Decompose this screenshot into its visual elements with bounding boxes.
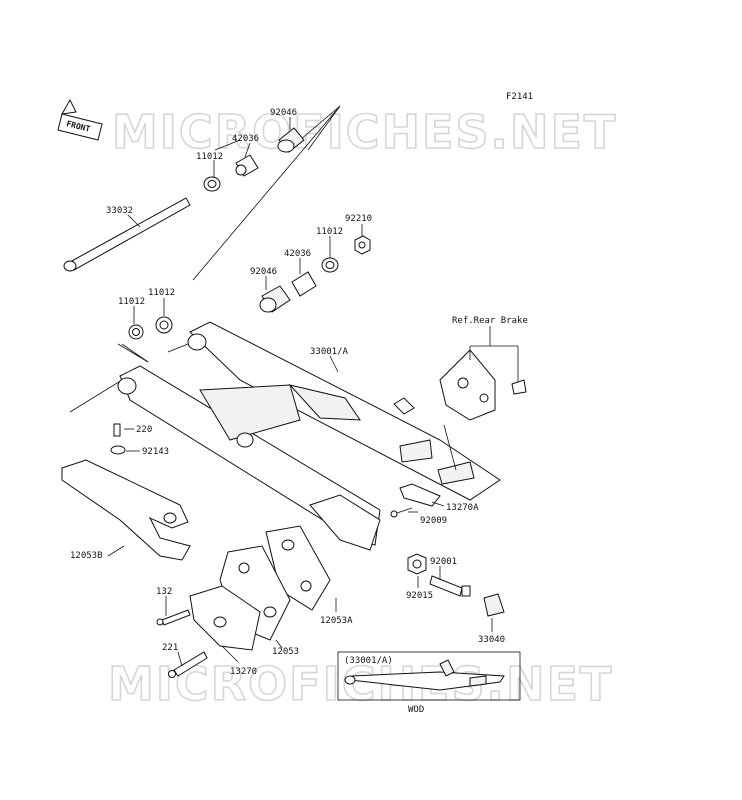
label-11012-left-b: 11012 bbox=[148, 288, 175, 298]
label-92143: 92143 bbox=[142, 447, 169, 457]
part-labels: 92046 42036 11012 33032 92210 11012 4203… bbox=[70, 108, 528, 677]
nut-92210 bbox=[354, 235, 371, 255]
guide-lines bbox=[69, 105, 341, 413]
label-ref-rear-brake: Ref.Rear Brake bbox=[452, 316, 528, 326]
label-221: 221 bbox=[162, 643, 178, 653]
label-42036-top: 42036 bbox=[232, 134, 259, 144]
label-12053: 12053 bbox=[272, 647, 299, 657]
inset-title: (33001/A) bbox=[344, 656, 393, 666]
label-92009: 92009 bbox=[420, 516, 447, 526]
label-12053B: 12053B bbox=[70, 551, 103, 561]
label-92001: 92001 bbox=[430, 557, 457, 567]
label-42036-mid: 42036 bbox=[284, 249, 311, 259]
seal-11012-left-b bbox=[155, 316, 173, 334]
label-33040: 33040 bbox=[478, 635, 505, 645]
screw-92009 bbox=[390, 507, 413, 518]
figure-code: F2141 bbox=[506, 92, 533, 102]
collar-92046-mid bbox=[259, 285, 291, 313]
label-13270A: 13270A bbox=[446, 503, 479, 513]
nut-92015 bbox=[407, 553, 427, 575]
collar-92046-top bbox=[277, 127, 305, 153]
seal-11012-mid bbox=[321, 257, 339, 273]
label-92046-mid: 92046 bbox=[250, 267, 277, 277]
pivot-shaft-33032 bbox=[63, 197, 191, 272]
inset-caption: WOD bbox=[408, 705, 424, 715]
brake-bracket bbox=[439, 349, 527, 421]
watermark-top: MICROFICHES.NET bbox=[112, 105, 617, 159]
swingarm-33001 bbox=[117, 321, 501, 551]
label-33032: 33032 bbox=[106, 206, 133, 216]
label-12053A: 12053A bbox=[320, 616, 353, 626]
block-33040 bbox=[483, 593, 505, 617]
bolt-92001 bbox=[429, 575, 471, 597]
inset-box: (33001/A) WOD bbox=[337, 651, 521, 715]
leader-lines bbox=[107, 117, 519, 667]
bolt-220 bbox=[113, 423, 121, 437]
label-11012-top: 11012 bbox=[196, 152, 223, 162]
sleeve-42036-top bbox=[235, 154, 259, 177]
front-arrow-icon: FRONT bbox=[57, 98, 103, 141]
label-33001: 33001/A bbox=[310, 347, 349, 357]
chain-guide-12053B bbox=[61, 459, 191, 561]
label-92046-top: 92046 bbox=[270, 108, 297, 118]
seal-11012-top bbox=[203, 176, 221, 192]
washer-92143 bbox=[110, 445, 126, 455]
label-13270: 13270 bbox=[230, 667, 257, 677]
pad-13270A bbox=[399, 483, 441, 507]
sleeve-42036-mid bbox=[291, 271, 317, 297]
label-132: 132 bbox=[156, 587, 172, 597]
bolt-221 bbox=[168, 651, 208, 678]
label-92015: 92015 bbox=[406, 591, 433, 601]
label-92210: 92210 bbox=[345, 214, 372, 224]
guard-plate-13270 bbox=[189, 585, 261, 651]
bolt-132 bbox=[156, 609, 191, 626]
label-11012-left-a: 11012 bbox=[118, 297, 145, 307]
label-220: 220 bbox=[136, 425, 152, 435]
label-11012-mid: 11012 bbox=[316, 227, 343, 237]
seal-11012-left-a bbox=[128, 324, 144, 340]
